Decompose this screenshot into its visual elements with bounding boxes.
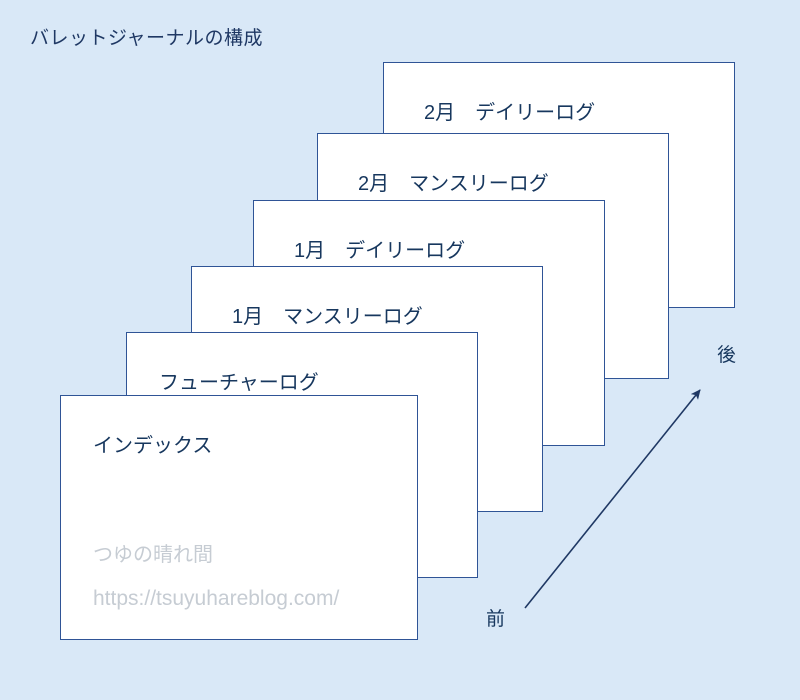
watermark-brand: つゆの晴れ間	[93, 544, 213, 566]
axis-label-front: 前	[486, 609, 506, 630]
card-label: フューチャーログ	[159, 372, 319, 394]
card-label: インデックス	[93, 435, 213, 457]
card-label: 2月 デイリーログ	[424, 102, 596, 124]
watermark-url: https://tsuyuhareblog.com/	[93, 587, 340, 610]
card-label: 1月 マンスリーログ	[232, 306, 423, 328]
page-title: バレットジャーナルの構成	[30, 28, 264, 49]
card-index[interactable]: インデックス つゆの晴れ間 https://tsuyuhareblog.com/	[60, 395, 418, 640]
card-label: 2月 マンスリーログ	[358, 173, 549, 195]
axis-label-back: 後	[717, 345, 737, 366]
card-label: 1月 デイリーログ	[294, 240, 466, 262]
